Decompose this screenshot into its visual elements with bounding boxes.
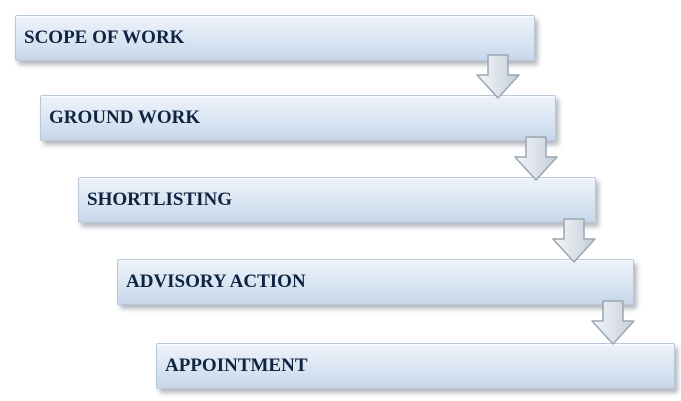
down-arrow-icon xyxy=(476,54,520,99)
step-label: APPOINTMENT xyxy=(165,355,308,376)
step-label: GROUND WORK xyxy=(49,107,201,128)
process-step-appointment: APPOINTMENT xyxy=(156,343,675,389)
process-step-shortlisting: SHORTLISTING xyxy=(78,177,596,223)
down-arrow-icon xyxy=(591,300,635,345)
step-label: SCOPE OF WORK xyxy=(24,27,185,48)
step-label: SHORTLISTING xyxy=(87,189,233,210)
step-label: ADVISORY ACTION xyxy=(126,271,306,292)
process-step-ground-work: GROUND WORK xyxy=(40,95,556,141)
process-step-scope-of-work: SCOPE OF WORK xyxy=(15,15,535,61)
down-arrow-icon xyxy=(514,136,558,181)
down-arrow-icon xyxy=(552,218,596,263)
process-step-advisory-action: ADVISORY ACTION xyxy=(117,259,634,305)
